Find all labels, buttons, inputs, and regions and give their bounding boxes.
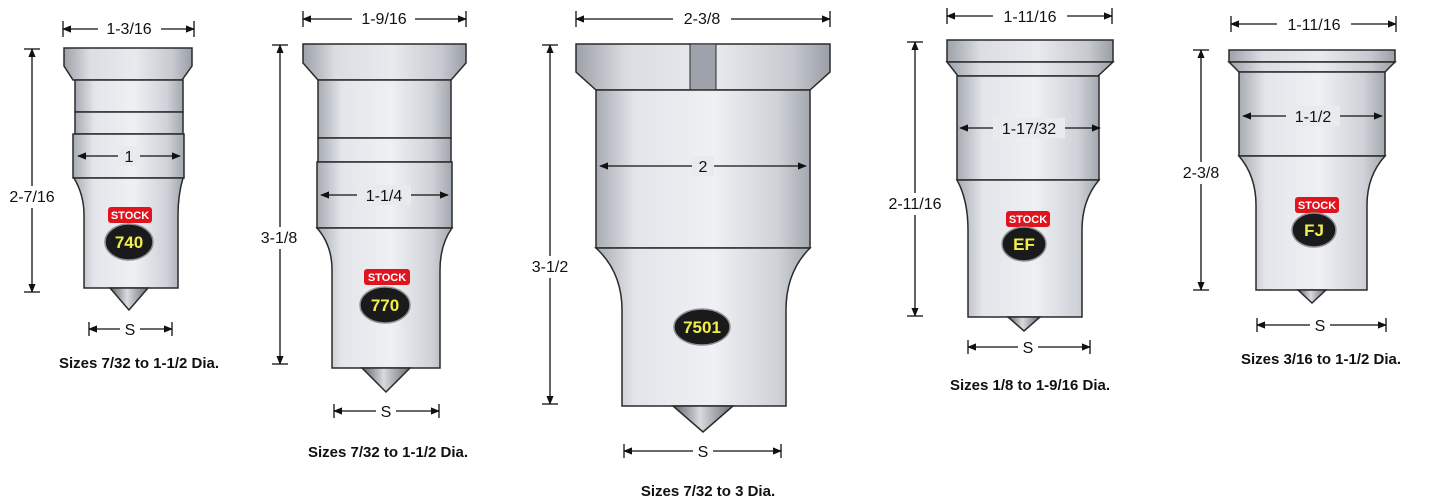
punch-7501-caption: Sizes 7/32 to 3 Dia.: [641, 483, 775, 500]
punch-fj-stock-label: STOCK: [1298, 200, 1336, 212]
punch-7501-body-width: 2: [699, 159, 708, 176]
punch-7501-height: 3-1/2: [532, 259, 569, 276]
punch-ef-number: EF: [1013, 235, 1035, 254]
punch-7501-badge: 7501: [673, 308, 731, 346]
punch-740-badge: STOCK 740: [104, 207, 154, 261]
punch-770-body-width: 1-1/4: [366, 188, 403, 205]
punch-fj-badge: STOCK FJ: [1291, 197, 1339, 248]
punch-fj-body: [1227, 49, 1397, 305]
punch-ef-body-width: 1-17/32: [1002, 121, 1056, 138]
punch-740-body: [63, 47, 193, 312]
punch-770-stock-label: STOCK: [368, 272, 406, 284]
punch-770-number: 770: [371, 296, 399, 315]
punch-ef-height: 2-11/16: [888, 196, 941, 213]
punch-740: 1-3/16 2-7/16 1 STOCK 740 S Sizes 7/32 t…: [3, 18, 219, 372]
punch-ef: 1-11/16 2-11/16 1-17/32 STOCK EF S Sizes…: [880, 5, 1115, 394]
punch-fj-shank: S: [1315, 318, 1326, 335]
punch-ef-body: [945, 39, 1115, 332]
punch-7501-shank: S: [698, 444, 709, 461]
punch-fj-caption: Sizes 3/16 to 1-1/2 Dia.: [1241, 351, 1401, 368]
punch-770-caption: Sizes 7/32 to 1-1/2 Dia.: [308, 444, 468, 461]
punch-fj-number: FJ: [1304, 221, 1324, 240]
punch-ef-stock-label: STOCK: [1009, 214, 1047, 226]
punch-740-shank: S: [125, 322, 136, 339]
punch-770: 1-9/16 3-1/8 1-1/4 STOCK 770 S Sizes 7/3…: [250, 8, 468, 461]
punch-ef-caption: Sizes 1/8 to 1-9/16 Dia.: [950, 377, 1110, 394]
punch-740-height: 2-7/16: [9, 189, 54, 206]
punch-7501: 2-3/8 3-1/2 2 7501 S Sizes 7/32 to 3 Dia…: [525, 8, 831, 500]
punch-770-shank: S: [381, 404, 392, 421]
punch-770-body: [302, 43, 467, 394]
punch-fj: 1-11/16 2-3/8 1-1/2 STOCK FJ S Sizes 3/1…: [1173, 13, 1401, 368]
punch-ef-shank: S: [1023, 340, 1034, 357]
punch-740-caption: Sizes 7/32 to 1-1/2 Dia.: [59, 355, 219, 372]
punch-ef-badge: STOCK EF: [1001, 211, 1050, 262]
punch-770-top-width: 1-9/16: [361, 11, 406, 28]
punch-770-badge: STOCK 770: [359, 269, 411, 324]
punch-7501-number: 7501: [683, 318, 721, 337]
punch-fj-top-width: 1-11/16: [1287, 17, 1340, 34]
punch-fj-body-width: 1-1/2: [1295, 109, 1332, 126]
punch-740-number: 740: [115, 233, 143, 252]
punch-770-height: 3-1/8: [261, 230, 298, 247]
punch-740-stock-label: STOCK: [111, 210, 149, 222]
punch-ef-top-width: 1-11/16: [1003, 9, 1056, 26]
punch-7501-top-width: 2-3/8: [684, 11, 721, 28]
punch-fj-height: 2-3/8: [1183, 165, 1220, 182]
punch-740-top-width: 1-3/16: [106, 21, 151, 38]
punch-7501-body: [575, 43, 831, 433]
punch-740-body-width: 1: [125, 149, 134, 166]
